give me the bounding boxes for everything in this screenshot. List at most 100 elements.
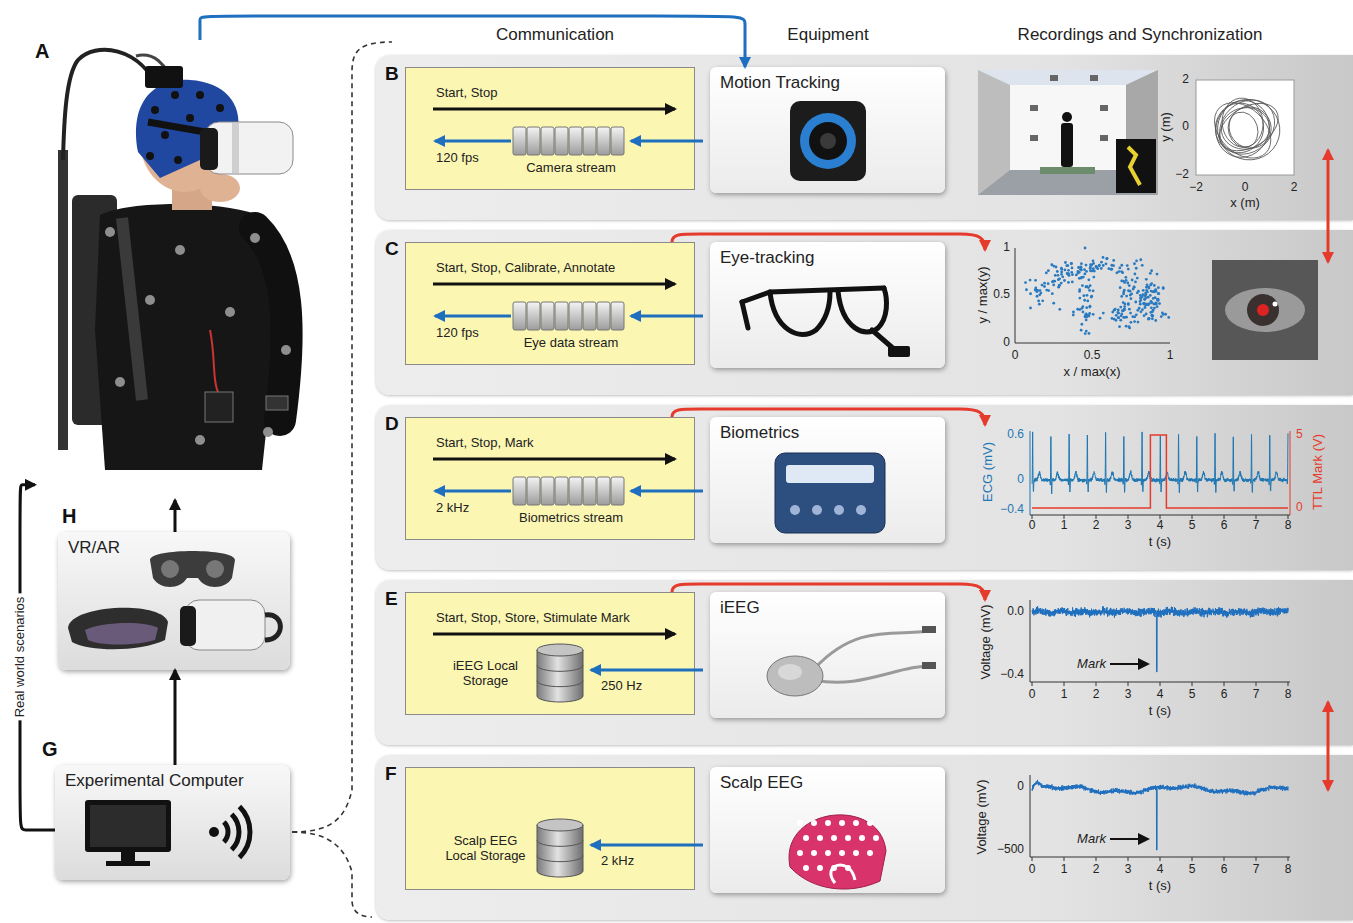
gaze-point <box>1148 317 1151 320</box>
gaze-point <box>1127 303 1130 306</box>
tick <box>1288 682 1289 686</box>
electrode <box>216 104 224 112</box>
electrode-tip <box>922 626 936 633</box>
tick-label: 0.5 <box>993 288 1010 301</box>
tick <box>1160 515 1161 519</box>
gaze-point <box>1060 282 1063 285</box>
electrode-tip <box>922 662 936 669</box>
gaze-point <box>1141 264 1144 267</box>
axis-label: y / max(y) <box>976 266 990 323</box>
electrode <box>867 820 873 826</box>
database-icon <box>537 819 583 877</box>
communication-graphics <box>433 109 703 155</box>
gaze-point <box>1070 262 1073 265</box>
gaze-point <box>1077 270 1080 273</box>
gaze-point <box>1029 279 1032 282</box>
tick-label: 2 <box>1093 688 1100 701</box>
backpack-pole <box>58 150 68 450</box>
column-header: Equipment <box>787 26 868 45</box>
gaze-point <box>1100 261 1103 264</box>
tick-label: 5 <box>1296 428 1303 441</box>
axis-label: t (s) <box>1149 535 1171 549</box>
gaze-point <box>1083 273 1086 276</box>
trajectory <box>1210 92 1288 168</box>
camera-body <box>790 101 866 181</box>
tick <box>1032 857 1033 861</box>
electrode-lead <box>815 666 935 682</box>
gaze-point <box>1083 299 1086 302</box>
gaze-point <box>1086 294 1089 297</box>
gaze-point <box>1161 312 1164 315</box>
gaze-point <box>1128 308 1131 311</box>
eye-tracker-icon <box>742 288 910 357</box>
gaze-point <box>1092 289 1095 292</box>
tick <box>1096 857 1097 861</box>
cap-body <box>789 815 886 889</box>
stream-arrow <box>435 140 511 143</box>
box-label: Experimental Computer <box>65 771 244 791</box>
gaze-point <box>1160 315 1163 318</box>
buffer-cell <box>583 477 596 505</box>
electrode <box>867 850 873 856</box>
gaze-point <box>1150 306 1153 309</box>
room-camera <box>1030 135 1038 141</box>
tick-label: 6 <box>1221 688 1228 701</box>
trajectory <box>1209 89 1286 166</box>
sync-arrow <box>672 409 985 425</box>
trajectory <box>1209 97 1270 159</box>
tick <box>1288 857 1289 861</box>
connector-arrow <box>173 500 176 532</box>
gaze-point <box>1143 298 1146 301</box>
tick <box>1128 682 1129 686</box>
connector <box>812 505 822 515</box>
gaze-point <box>1047 282 1050 285</box>
stream-arrow <box>631 490 703 493</box>
gaze-point <box>1102 264 1105 267</box>
tick-label: −0.4 <box>1000 503 1024 516</box>
gaze-point <box>1154 296 1157 299</box>
gaze-point <box>1047 269 1050 272</box>
box-label: 120 fps <box>436 326 479 341</box>
buffer-cell <box>527 127 540 155</box>
goggle-lens <box>161 560 179 578</box>
gaze-point <box>1112 264 1115 267</box>
gaze-point <box>1098 264 1101 267</box>
vr-devices <box>68 551 280 650</box>
axis-label: ECG (mV) <box>981 442 995 502</box>
axis <box>1030 775 1031 857</box>
gaze-point <box>1135 259 1138 262</box>
gaze-point <box>1123 289 1126 292</box>
biometrics-icon <box>775 453 885 533</box>
gaze-point <box>1034 289 1037 292</box>
command-arrow <box>433 108 675 111</box>
gaze-point <box>1058 308 1061 311</box>
gaze-point <box>1085 306 1088 309</box>
gaze-point <box>1098 264 1101 267</box>
gaze-point <box>1113 309 1116 312</box>
trajectory <box>1211 94 1286 161</box>
tick-label: 3 <box>1125 688 1132 701</box>
gaze-point <box>1144 306 1147 309</box>
pupil-marker <box>1257 304 1269 316</box>
box-label: iEEG <box>720 598 760 618</box>
glasses-rim <box>770 292 830 334</box>
gaze-point <box>1100 267 1103 270</box>
gaze-point <box>1083 268 1086 271</box>
strap <box>122 218 142 400</box>
gaze-point <box>1036 289 1039 292</box>
tick-label: 0.5 <box>1084 349 1101 362</box>
panel-letter: H <box>62 505 76 528</box>
connector-arrow <box>173 670 176 765</box>
box-label: 250 Hz <box>601 679 642 694</box>
gaze-point <box>1058 284 1061 287</box>
gaze-point <box>1142 289 1145 292</box>
connector <box>790 505 800 515</box>
gear-vr-strap <box>265 615 280 640</box>
tick <box>1192 857 1193 861</box>
electrode <box>797 820 803 826</box>
gaze-point <box>1150 282 1153 285</box>
database-top <box>537 819 583 831</box>
gaze-point <box>1117 316 1120 319</box>
gaze-point <box>1133 285 1136 288</box>
gaze-point <box>1122 292 1125 295</box>
